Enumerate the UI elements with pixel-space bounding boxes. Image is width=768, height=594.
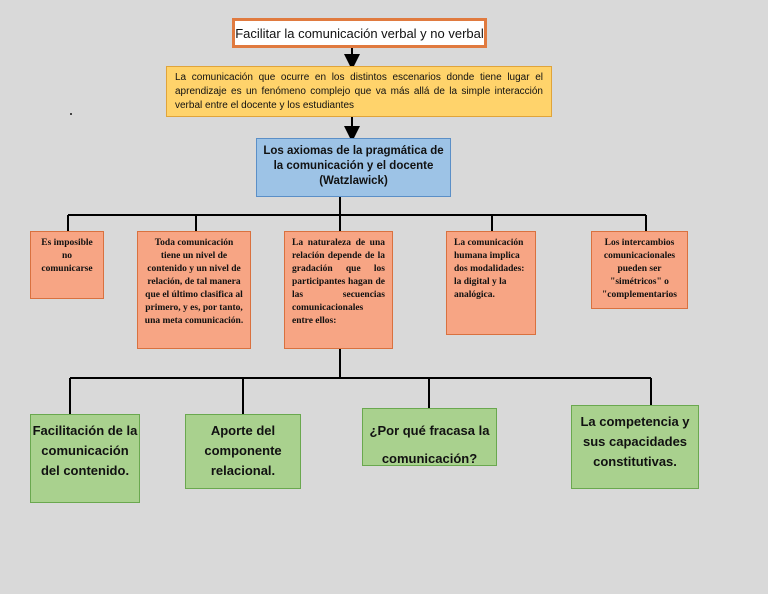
title-box: Facilitar la comunicación verbal y no ve…	[232, 18, 487, 48]
topic-box-4: La competencia y sus capacidades constit…	[571, 405, 699, 489]
axioms-title-box: Los axiomas de la pragmática de la comun…	[256, 138, 451, 197]
stray-dot	[70, 113, 72, 115]
axiom-box-1: Es imposible no comunicarse	[30, 231, 104, 299]
topic-box-3: ¿Por qué fracasa la comunicación?	[362, 408, 497, 466]
axiom-box-2: Toda comunicación tiene un nivel de cont…	[137, 231, 251, 349]
axiom-box-4: La comunicación humana implica dos modal…	[446, 231, 536, 335]
axiom-box-3: La naturaleza de una relación depende de…	[284, 231, 393, 349]
axiom-box-5: Los intercambios comunicacionales pueden…	[591, 231, 688, 309]
topic-box-2: Aporte del componente relacional.	[185, 414, 301, 489]
intro-box: La comunicación que ocurre en los distin…	[166, 66, 552, 117]
topic-box-1: Facilitación de la comunicación del cont…	[30, 414, 140, 503]
